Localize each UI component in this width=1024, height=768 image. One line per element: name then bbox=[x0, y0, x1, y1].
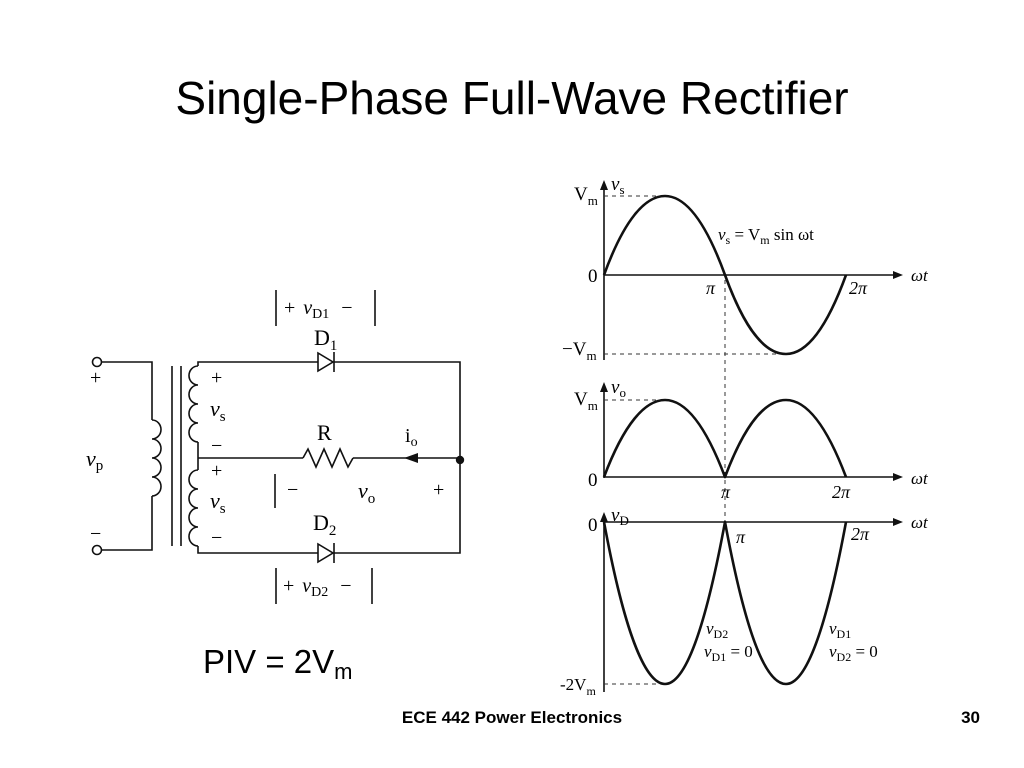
vs-pi-label: π bbox=[706, 278, 716, 298]
primary-wire-top bbox=[101, 361, 153, 420]
primary-voltage-label: vp bbox=[86, 446, 103, 474]
current-io-label: io bbox=[405, 425, 418, 450]
sec-top-voltage-label: vs bbox=[210, 396, 226, 425]
primary-minus-label: − bbox=[90, 523, 101, 545]
vs-sine-curve bbox=[602, 194, 848, 356]
vo-2pi-label: 2π bbox=[832, 482, 851, 502]
vo-plus-label: + bbox=[433, 479, 444, 501]
vs-wt-label: ωt bbox=[911, 266, 929, 285]
vd-time-arrow bbox=[893, 518, 903, 526]
sec-top-minus-label: − bbox=[211, 435, 222, 457]
vd-left-annotation-1: vD2 bbox=[706, 619, 728, 641]
vs-axis-label: vs bbox=[611, 174, 625, 197]
vd-axis-label: vD bbox=[611, 505, 629, 528]
resistor-r-symbol bbox=[302, 447, 354, 469]
waveform-plots: vs Vm 0 −Vm π 2π ωt vs = Vm sin ωt bbox=[560, 174, 929, 698]
primary-wire-bottom bbox=[101, 496, 153, 551]
d1-wire bbox=[197, 361, 461, 460]
resistor-r-label: R bbox=[317, 420, 332, 445]
diode-d1-symbol bbox=[317, 351, 335, 373]
vo-wt-label: ωt bbox=[911, 469, 929, 488]
diode-d2-symbol bbox=[317, 542, 335, 564]
primary-winding bbox=[151, 419, 162, 497]
vd1-label: +vD1− bbox=[284, 297, 353, 322]
vd-left-annotation-2: vD1 = 0 bbox=[704, 642, 753, 664]
d1-label: D1 bbox=[314, 325, 337, 354]
vo-label: vo bbox=[358, 478, 375, 507]
vo-time-arrow bbox=[893, 473, 903, 481]
vd-2pi-label: 2π bbox=[851, 524, 870, 544]
vd-right-annotation-1: vD1 bbox=[829, 619, 851, 641]
vo-axis-arrow bbox=[600, 382, 608, 392]
sec-bot-voltage-label: vs bbox=[210, 488, 226, 517]
sec-bot-plus-label: + bbox=[211, 460, 222, 482]
page-number: 30 bbox=[961, 708, 980, 727]
piv-subscript: m bbox=[334, 659, 353, 684]
footer-course-name: ECE 442 Power Electronics bbox=[401, 708, 623, 727]
vs-equation: vs = Vm sin ωt bbox=[718, 225, 814, 247]
vd-neg2vm-label: -2Vm bbox=[560, 675, 596, 698]
slide-title: Single-Phase Full-Wave Rectifier bbox=[175, 72, 849, 124]
vd-pi-label: π bbox=[736, 527, 746, 547]
vd-diode-voltage-curve bbox=[602, 520, 848, 686]
primary-terminal-bottom bbox=[91, 544, 103, 556]
circuit-diagram: + − vp + vs − + vs − D1 +vD1− R io bbox=[86, 290, 465, 604]
d2-label: D2 bbox=[313, 510, 336, 539]
vd-zero-label: 0 bbox=[588, 515, 598, 536]
sec-bot-minus-label: − bbox=[211, 527, 222, 549]
vo-zero-label: 0 bbox=[588, 470, 598, 491]
d2-wire bbox=[197, 460, 461, 554]
vd2-label: +vD2− bbox=[283, 575, 352, 600]
secondary-winding-top bbox=[188, 365, 199, 443]
piv-formula: PIV = 2Vm bbox=[203, 640, 353, 694]
vo-vm-label: Vm bbox=[574, 389, 598, 413]
vs-neg-vm-label: −Vm bbox=[562, 339, 597, 363]
vd-axis-arrow bbox=[600, 512, 608, 522]
vo-rectified-curve bbox=[602, 398, 848, 479]
vo-minus-label: − bbox=[287, 479, 298, 501]
secondary-winding-bottom bbox=[188, 469, 199, 547]
vs-time-arrow bbox=[893, 271, 903, 279]
primary-plus-label: + bbox=[90, 367, 101, 389]
vs-vm-label: Vm bbox=[574, 184, 598, 208]
vs-zero-label: 0 bbox=[588, 266, 598, 287]
vs-2pi-label: 2π bbox=[849, 278, 868, 298]
vs-axis-arrow bbox=[600, 180, 608, 190]
vd-right-annotation-2: vD2 = 0 bbox=[829, 642, 878, 664]
primary-terminal-top bbox=[91, 356, 103, 368]
vo-pi-label: π bbox=[721, 482, 731, 502]
sec-top-plus-label: + bbox=[211, 367, 222, 389]
current-arrow bbox=[404, 453, 418, 463]
piv-label: PIV = 2V bbox=[203, 643, 335, 680]
vd-wt-label: ωt bbox=[911, 513, 929, 532]
vo-axis-label: vo bbox=[611, 377, 626, 400]
